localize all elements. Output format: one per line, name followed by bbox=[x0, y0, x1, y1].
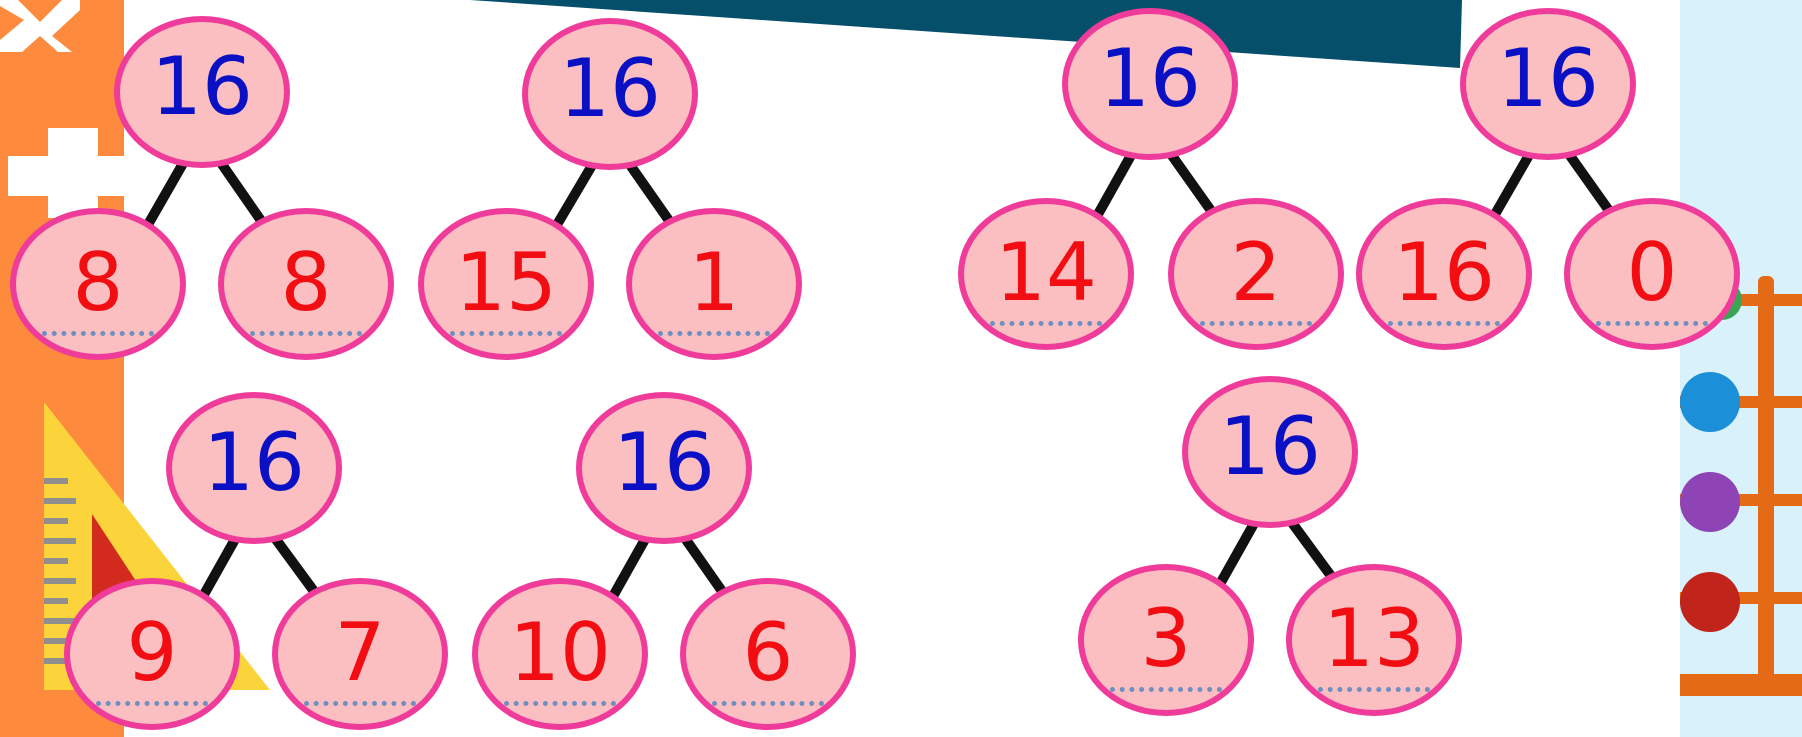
bond-6-part-right-value: 6 bbox=[686, 608, 850, 698]
bond-5-part-left-value: 9 bbox=[70, 608, 234, 698]
bond-3-branch-left bbox=[1097, 150, 1134, 216]
bond-4-part-left[interactable]: 16 bbox=[1356, 198, 1532, 350]
bond-6-branch-left bbox=[612, 534, 648, 598]
bond-2-branch-right bbox=[628, 162, 670, 222]
bond-2-part-right[interactable]: 1 bbox=[626, 208, 802, 360]
bond-1-branch-left bbox=[146, 160, 185, 228]
bond-7-whole: 16 bbox=[1182, 376, 1358, 528]
bond-7-branch-right bbox=[1290, 520, 1334, 580]
bond-4-part-right-value: 0 bbox=[1570, 228, 1734, 318]
bond-4-branch-right bbox=[1566, 150, 1610, 212]
bond-5-whole: 16 bbox=[166, 392, 342, 544]
bond-5-branch-right bbox=[272, 534, 316, 594]
bond-5-branch-left bbox=[202, 534, 238, 598]
bond-1-branch-right bbox=[219, 160, 262, 222]
bond-1-part-right-value: 8 bbox=[224, 238, 388, 328]
bond-3-part-left-value: 14 bbox=[964, 228, 1128, 318]
bond-7-part-left[interactable]: 3 bbox=[1078, 564, 1254, 716]
bond-7-part-right[interactable]: 13 bbox=[1286, 564, 1462, 716]
bond-1-whole: 16 bbox=[114, 16, 290, 168]
bond-6-branch-right bbox=[682, 534, 724, 594]
bond-1-part-left[interactable]: 8 bbox=[10, 208, 186, 360]
bond-2-part-left[interactable]: 15 bbox=[418, 208, 594, 360]
bond-3-branch-right bbox=[1168, 150, 1212, 212]
bond-4-whole-value: 16 bbox=[1466, 34, 1630, 124]
bond-4-part-right[interactable]: 0 bbox=[1564, 198, 1740, 350]
bond-4-whole: 16 bbox=[1460, 8, 1636, 160]
bond-2-whole-value: 16 bbox=[528, 44, 692, 134]
bond-7-part-right-value: 13 bbox=[1292, 594, 1456, 684]
bond-3-part-left[interactable]: 14 bbox=[958, 198, 1134, 350]
bond-4-part-left-value: 16 bbox=[1362, 228, 1526, 318]
bond-5-whole-value: 16 bbox=[172, 418, 336, 508]
bond-5-part-right[interactable]: 7 bbox=[272, 578, 448, 730]
bond-3-part-right[interactable]: 2 bbox=[1168, 198, 1344, 350]
bond-6-part-left[interactable]: 10 bbox=[472, 578, 648, 730]
bond-3-whole-value: 16 bbox=[1068, 34, 1232, 124]
bond-4-branch-left bbox=[1494, 150, 1532, 216]
bond-3-part-right-value: 2 bbox=[1174, 228, 1338, 318]
bond-2-part-right-value: 1 bbox=[632, 238, 796, 328]
bond-3-whole: 16 bbox=[1062, 8, 1238, 160]
bond-6-whole: 16 bbox=[576, 392, 752, 544]
bond-6-part-left-value: 10 bbox=[478, 608, 642, 698]
bond-7-whole-value: 16 bbox=[1188, 402, 1352, 492]
bond-2-whole: 16 bbox=[522, 18, 698, 170]
bond-7-part-left-value: 3 bbox=[1084, 594, 1248, 684]
bond-6-whole-value: 16 bbox=[582, 418, 746, 508]
bond-1-part-left-value: 8 bbox=[16, 238, 180, 328]
bond-2-branch-left bbox=[555, 162, 594, 228]
bond-1-whole-value: 16 bbox=[120, 42, 284, 132]
bond-1-part-right[interactable]: 8 bbox=[218, 208, 394, 360]
bond-7-branch-left bbox=[1220, 520, 1256, 584]
bond-5-part-right-value: 7 bbox=[278, 608, 442, 698]
bond-6-part-right[interactable]: 6 bbox=[680, 578, 856, 730]
bond-5-part-left[interactable]: 9 bbox=[64, 578, 240, 730]
bond-2-part-left-value: 15 bbox=[424, 238, 588, 328]
